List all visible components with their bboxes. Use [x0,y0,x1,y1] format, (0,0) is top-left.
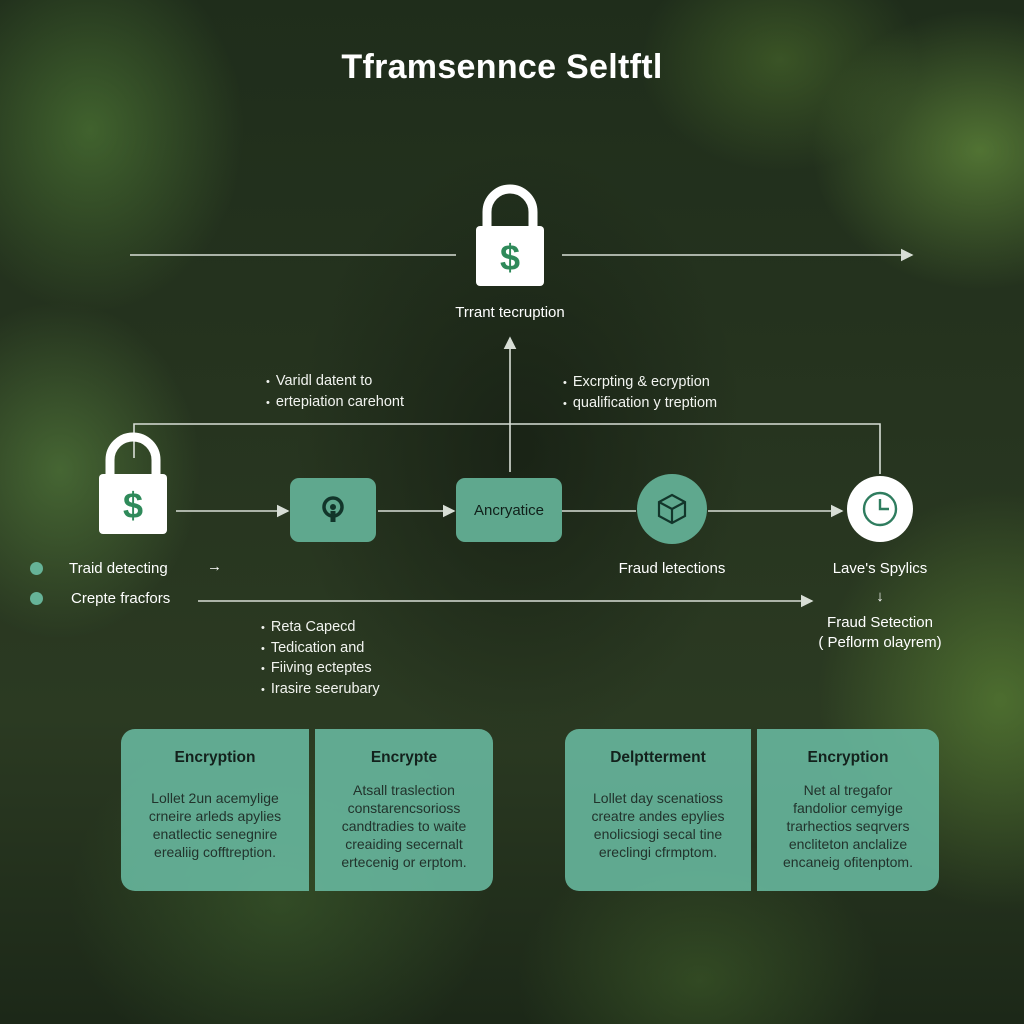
card-line: crneire arleds apylies [148,808,282,824]
flow-step-label: Ancryatice [473,501,545,519]
card-title: Encryption [807,749,889,766]
flow-end-label: Lave's Spylics [832,560,928,577]
flow-step-ancryatice: Ancryatice [456,478,562,542]
annotation-item: Fiiving ecteptes [261,659,380,680]
info-card: Delptterment Lollet day scenatioss creat… [565,729,751,891]
clock-icon [862,491,898,527]
top-lock-node: $ [473,184,547,293]
lock-dollar-icon: $ [476,184,544,286]
card-body: Net al tregafor fandolior cemyige trarhe… [773,781,923,871]
card-line: Net al tregafor [803,782,893,798]
card-title: Encryption [174,749,256,766]
annotation-right: Excrpting & ecryption qualification y tr… [563,373,717,414]
annotation-item: Tedication and [261,639,380,660]
card-line: Lollet 2un acemylige [151,790,279,806]
card-line: Atsall traslection [353,782,455,798]
card-body: Lollet day scenatioss creatre andes epyl… [581,789,735,861]
cube-icon [657,493,687,525]
card-line: Lollet day scenatioss [593,790,723,806]
card-body: Atsall traslection constarencsorioss can… [331,781,477,871]
card-title: Encrypte [370,749,438,766]
flow-start-node: $ [98,432,168,541]
card-group-left: Encryption Lollet 2un acemylige crneire … [121,729,493,891]
flow-step-keyhole [290,478,376,542]
card-line: candtradies to waite [341,818,467,834]
legend-arrow: → [207,558,222,575]
annotation-item: Excrpting & ecryption [563,373,717,394]
annotation-item: Varidl datent to [266,372,404,393]
card-line: encaneig ofitenptom. [783,854,913,870]
result-subtitle: ( Peflorm olayrem) [818,634,942,651]
card-line: erealiig cofftreption. [154,844,276,860]
legend-label: Crepte fracfors [71,590,171,607]
annotation-item: ertepiation carehont [266,393,404,414]
info-card: Encrypte Atsall traslection constarencso… [315,729,493,891]
card-title: Delptterment [610,749,706,766]
flow-step-cube [637,474,707,544]
annotation-item: qualification y treptiom [563,394,717,415]
annotation-left: Varidl datent to ertepiation carehont [266,372,404,413]
svg-text:$: $ [123,485,143,526]
card-line: encliteton anclalize [788,836,908,852]
card-line: creatre andes epylies [591,808,725,824]
lock-dollar-icon: $ [99,432,167,534]
card-line: trarhectios seqrvers [786,818,910,834]
flow-end-node [847,476,913,542]
card-line: creaiding secernalt [345,836,463,852]
top-node-label: Trrant tecruption [455,304,565,321]
info-card: Encryption Lollet 2un acemylige crneire … [121,729,309,891]
card-line: enolicsiogi secal tine [593,826,723,842]
flow-step-cube-label: Fraud letections [618,560,726,577]
legend-dot [30,592,43,605]
keyhole-icon [322,496,344,522]
annotation-lower: Reta Capecd Tedication and Fiiving ectep… [261,618,380,700]
card-body: Lollet 2un acemylige crneire arleds apyl… [137,789,293,861]
card-group-right: Delptterment Lollet day scenatioss creat… [565,729,939,891]
legend-label: Traid detecting [69,560,168,577]
card-line: fandolior cemyige [793,800,903,816]
info-card: Encryption Net al tregafor fandolior cem… [757,729,939,891]
svg-text:$: $ [500,237,520,278]
annotation-item: Reta Capecd [261,618,380,639]
legend-dot [30,562,43,575]
card-line: constarencsorioss [347,800,461,816]
card-line: enatlectic senegnire [152,826,278,842]
card-line: ertecenig or erptom. [341,854,467,870]
page-title: Tframsennce Seltftl [341,48,663,86]
result-down-arrow: ↓ [876,588,884,605]
frame-line [133,423,881,474]
result-title: Fraud Setection [827,614,933,631]
annotation-item: Irasire seerubary [261,680,380,701]
card-line: ereclingi cfrmptom. [598,844,718,860]
